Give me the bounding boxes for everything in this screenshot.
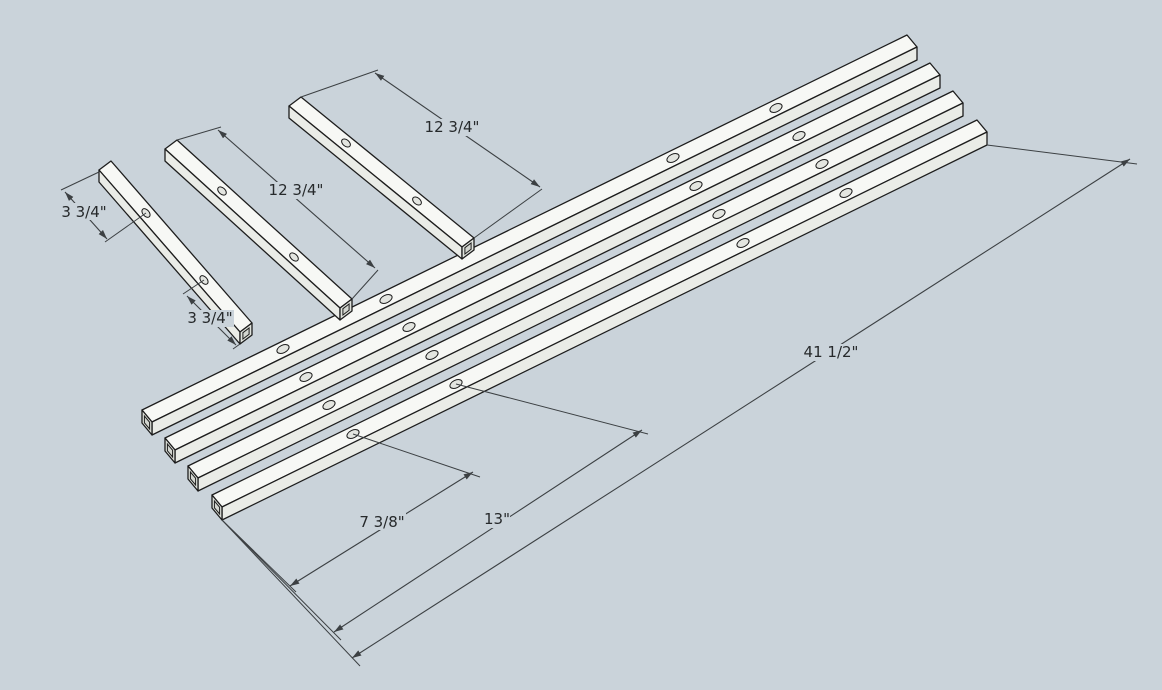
tube-bore xyxy=(143,414,151,431)
long-tube-3[interactable] xyxy=(187,90,964,492)
tube-bore xyxy=(189,470,197,487)
dim-label-mask xyxy=(268,182,324,199)
extension-line xyxy=(232,343,241,350)
tube-bore xyxy=(242,326,250,341)
tube-top-face xyxy=(211,119,988,508)
dim-label[interactable]: 7 3/8" xyxy=(359,513,404,531)
extension-line xyxy=(221,519,342,641)
bolt-hole xyxy=(769,103,783,113)
extension-line xyxy=(176,126,222,141)
extension-line xyxy=(182,279,205,295)
dim-label[interactable]: 3 3/4" xyxy=(61,203,106,221)
extension-line xyxy=(60,171,100,191)
dim-label[interactable]: 12 3/4" xyxy=(269,181,324,199)
extension-line xyxy=(221,519,361,667)
tube-bore xyxy=(213,499,221,516)
extension-line xyxy=(300,69,379,98)
extension-line xyxy=(352,433,481,478)
bolt-hole xyxy=(322,400,336,410)
dim-label-mask xyxy=(186,310,234,327)
extension-line xyxy=(455,383,649,435)
extension-line xyxy=(986,144,1138,165)
bolt-hole xyxy=(299,372,313,382)
dim-label[interactable]: 12 3/4" xyxy=(425,118,480,136)
short-tube-2[interactable] xyxy=(164,139,353,321)
dim-label[interactable]: 13" xyxy=(484,510,510,528)
dim-label-mask xyxy=(60,203,108,220)
bolt-hole xyxy=(276,344,290,354)
dimension-long-overall[interactable]: 41 1/2" xyxy=(221,144,1138,667)
dim-label[interactable]: 41 1/2" xyxy=(804,343,859,361)
extension-line xyxy=(104,212,147,243)
bolt-hole xyxy=(792,131,806,141)
dimension-line xyxy=(351,158,1131,659)
tube-bore xyxy=(166,442,174,459)
extension-line xyxy=(351,269,379,300)
tube-side-face xyxy=(164,148,341,321)
dim-label-mask xyxy=(805,344,857,361)
dimension-short-hole-top[interactable]: 3 3/4" xyxy=(60,171,147,243)
tube-side-face xyxy=(197,102,964,492)
dim-label[interactable]: 3 3/4" xyxy=(187,309,232,327)
dimension-short-hole-bottom[interactable]: 3 3/4" xyxy=(182,279,241,350)
dim-label-mask xyxy=(424,119,480,136)
tube-bore xyxy=(342,302,350,317)
dimension-line xyxy=(333,429,643,633)
